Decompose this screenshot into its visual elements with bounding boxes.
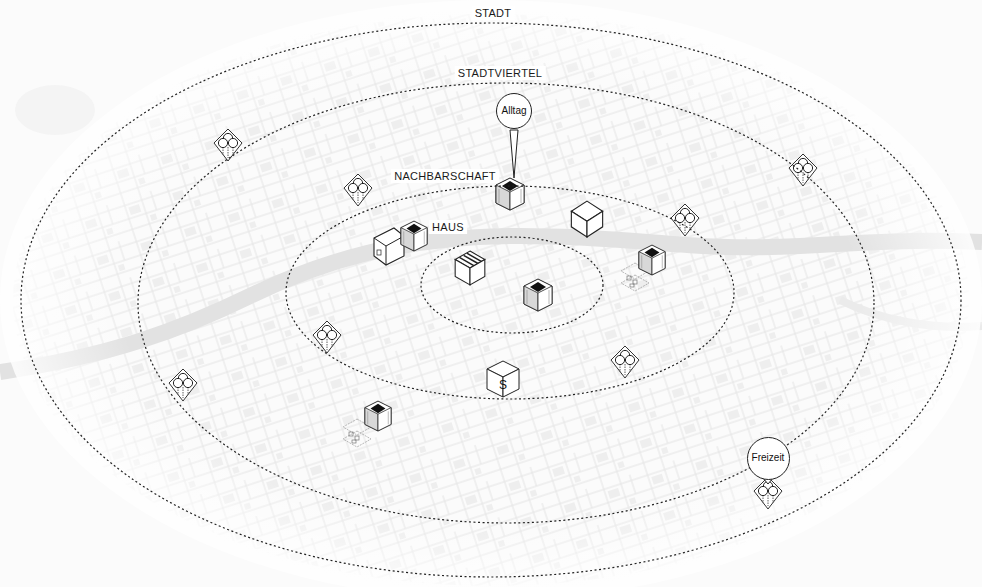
daily-cube-icon [639,245,665,275]
striped-cube-icon [455,251,485,285]
callout-text: Freizeit [752,452,785,464]
dotted-ellipse [20,22,962,578]
ring-label: STADTVIERTEL [455,66,546,80]
park-icon [313,321,341,353]
daily-cube-icon [365,401,391,431]
city-ring: STADTSTADTVIERTELNACHBARSCHAFTHAUSAlltag… [20,22,962,578]
house-ring: HAUS [420,236,604,334]
cube-letter: S [499,378,507,392]
dotted-ellipse [420,236,604,334]
callout-text: Alltag [501,105,526,117]
daily-cube-icon [524,279,552,311]
ring-outline [138,83,874,523]
callout-pointer [510,130,518,178]
callout-bubble: Freizeit [747,437,790,480]
house-icon [374,228,404,265]
ring-outline [21,23,961,577]
ring-label: STADT [472,6,515,20]
park-icon [214,129,242,161]
callout-pointers [510,130,773,484]
plain-cube-icon [571,201,602,237]
callout-bubble: Alltag [496,93,532,129]
ring-label: NACHBARSCHAFT [391,169,499,183]
daily-cube-icon [401,221,427,251]
park-icon [169,369,197,401]
daily-cube-icon [496,178,524,210]
park-icon [344,174,372,206]
park-area [15,85,95,135]
park-icon [611,346,639,378]
ring-label: HAUS [429,220,467,234]
ring-outline [421,237,603,333]
district-ring: STADTVIERTELNACHBARSCHAFTHAUSAlltagSFrei… [137,82,875,524]
park-icon [789,154,817,186]
s-cube: S [486,360,520,398]
ring-outline [286,186,734,399]
park-icon [754,477,782,509]
icons [169,129,817,509]
